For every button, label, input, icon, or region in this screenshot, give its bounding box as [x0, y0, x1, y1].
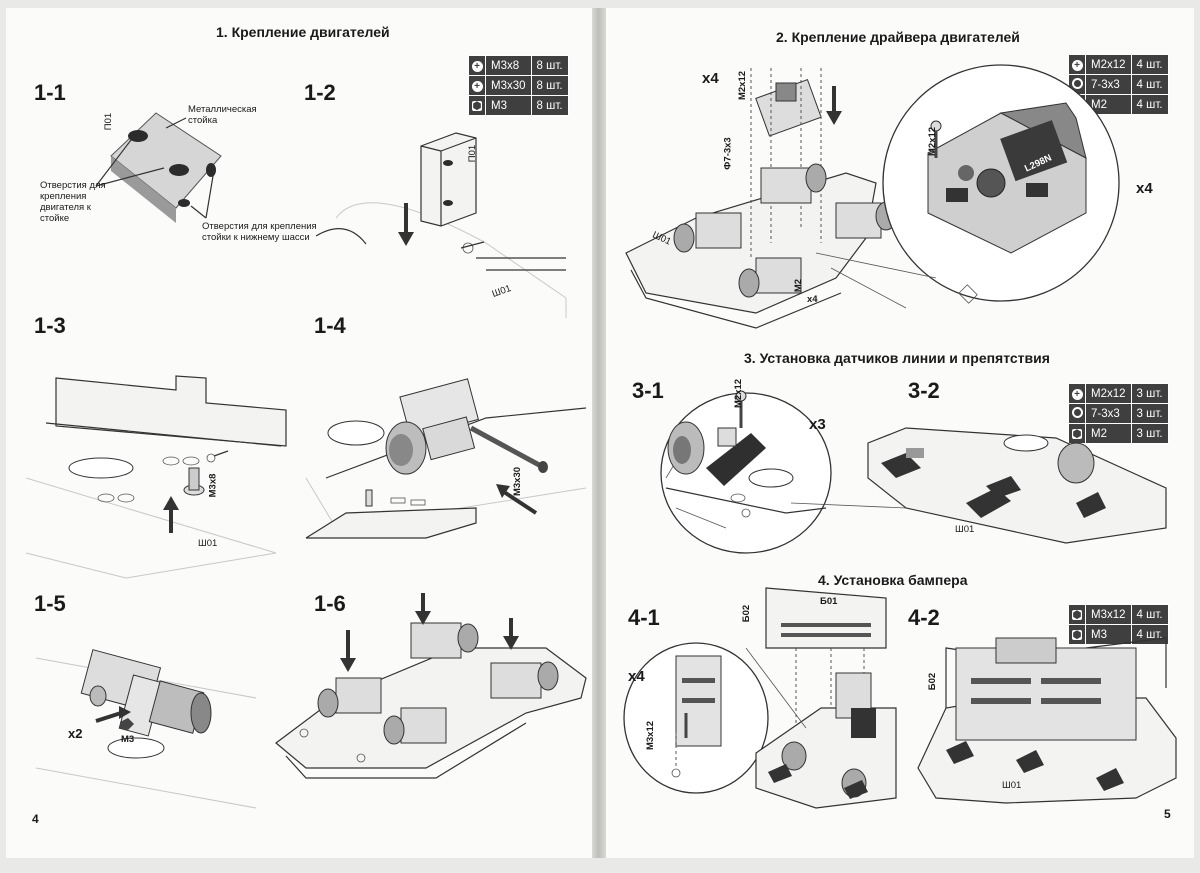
label-motor-holes: Отверстия для крепления двигателя к стой…	[40, 180, 106, 224]
label-b01: Б01	[820, 596, 838, 607]
section-3-title: 3. Установка датчиков линии и препятстви…	[744, 350, 1050, 366]
section-4-title: 4. Установка бампера	[818, 572, 968, 588]
step-4-1: 4-1	[628, 605, 660, 630]
step-4-2: 4-2	[908, 605, 940, 630]
label-sh01-b: Ш01	[198, 538, 218, 549]
illustration-1-1-metal-post	[95, 112, 222, 223]
part-name: M2	[1085, 423, 1132, 444]
part-name: 7-3x3	[1085, 403, 1132, 424]
illustration-1-3-plate-screw	[25, 375, 287, 579]
part-qty: 4 шт.	[1130, 54, 1169, 75]
illustration-2-driver-mount	[625, 64, 1120, 329]
part-qty: 8 шт.	[530, 95, 569, 116]
step-1-6: 1-6	[314, 591, 346, 616]
illustration-1-2-post-on-chassis	[315, 132, 567, 318]
step-1-4: 1-4	[314, 313, 346, 338]
illustration-4-bumper	[623, 587, 1177, 809]
part-name: M2x12	[1085, 54, 1132, 75]
section-1-title: 1. Крепление двигателей	[216, 24, 390, 40]
part-name: M3	[1085, 624, 1132, 645]
part-qty: 3 шт.	[1130, 383, 1169, 404]
part-name: M2	[1085, 94, 1132, 115]
label-m3: М3	[121, 734, 135, 745]
part-qty: 3 шт.	[1130, 423, 1169, 444]
step-1-3: 1-3	[34, 313, 66, 338]
illustration-1-5-motor-nut	[35, 649, 257, 809]
part-name: M3	[485, 95, 532, 116]
illustration-1-6-chassis-four-motors	[275, 593, 587, 779]
phillips-screw-icon: +	[1071, 59, 1083, 71]
illustration-3-sensors	[660, 390, 1167, 554]
left-page: 1. Крепление двигателей +M3x8 8 шт. +M3x3…	[6, 8, 592, 858]
step-3-1: 3-1	[632, 378, 664, 403]
label-x4-d: x4	[628, 668, 645, 685]
label-m3x12: M3x12	[645, 720, 657, 751]
phillips-screw-icon: +	[471, 80, 483, 92]
hex-nut-icon: ⬢	[472, 100, 482, 112]
step-3-2: 3-2	[908, 378, 940, 403]
label-x4-a: x4	[702, 70, 719, 87]
page-number-left: 4	[32, 812, 39, 826]
label-x4-c: x4	[807, 294, 818, 305]
booklet-gutter	[592, 8, 606, 858]
part-qty: 4 шт.	[1130, 94, 1169, 115]
part-name: M3x8	[485, 55, 532, 76]
step-1-1: 1-1	[34, 80, 66, 105]
part-qty: 4 шт.	[1130, 604, 1169, 625]
hex-nut-icon: ⬢	[1072, 428, 1082, 440]
section-2-title: 2. Крепление драйвера двигателей	[776, 29, 1020, 45]
step-1-5: 1-5	[34, 591, 66, 616]
label-x4-b: x4	[1136, 180, 1153, 197]
label-sh01-r-b: Ш01	[955, 524, 975, 535]
label-b02-b: Б02	[927, 672, 939, 691]
label-b02-a: Б02	[741, 604, 753, 623]
page-number-right: 5	[1164, 807, 1171, 821]
phillips-screw-icon: +	[1071, 388, 1083, 400]
illustration-1-4-motor-long-screw	[305, 378, 587, 539]
hex-nut-icon: ⬢	[1072, 629, 1082, 641]
part-name: 7-3x3	[1085, 74, 1132, 95]
label-x2: x2	[68, 726, 83, 741]
label-metal-post: Металлическая стойка	[188, 104, 257, 126]
standoff-ring-icon	[1071, 77, 1083, 89]
part-qty: 4 шт.	[1130, 624, 1169, 645]
hex-bolt-icon: ⬢	[1072, 609, 1082, 621]
part-qty: 4 шт.	[1130, 74, 1169, 95]
part-name: M3x12	[1085, 604, 1132, 625]
part-name: M2x12	[1085, 383, 1132, 404]
label-x3: x3	[809, 416, 826, 433]
phillips-screw-icon: +	[471, 60, 483, 72]
standoff-ring-icon	[1071, 406, 1083, 418]
label-chassis-holes: Отверстия для крепления стойки к нижнему…	[202, 221, 317, 243]
label-sh01-r-c: Ш01	[1002, 780, 1022, 791]
step-1-2: 1-2	[304, 80, 336, 105]
